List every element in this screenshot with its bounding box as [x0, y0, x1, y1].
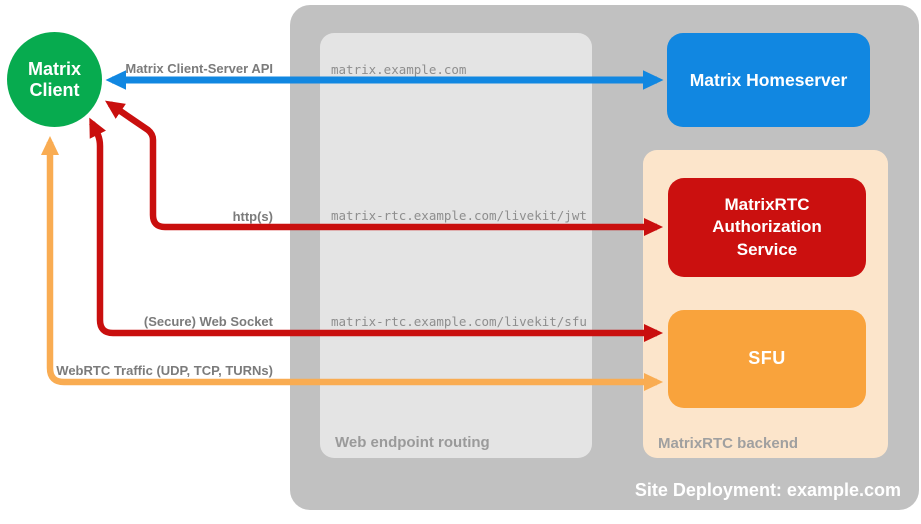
node-sfu: SFU: [668, 310, 866, 408]
arrow-label-client-server-api: Matrix Client-Server API: [125, 61, 273, 76]
site-deployment-label: Site Deployment: example.com: [634, 480, 901, 500]
web-endpoint-routing-label: Web endpoint routing: [335, 434, 490, 451]
route-livekit-jwt: matrix-rtc.example.com/livekit/jwt: [331, 208, 587, 223]
route-livekit-sfu: matrix-rtc.example.com/livekit/sfu: [331, 314, 587, 329]
arrow-label-https: http(s): [232, 209, 273, 224]
web-endpoint-routing-box: matrix.example.com matrix-rtc.example.co…: [320, 33, 592, 458]
arrow-label-web-socket: (Secure) Web Socket: [143, 314, 273, 329]
route-matrix: matrix.example.com: [331, 62, 467, 77]
node-matrix-homeserver: Matrix Homeserver: [667, 33, 870, 127]
matrixrtc-backend-label: MatrixRTC backend: [658, 435, 799, 452]
node-matrix-client: Matrix Client: [7, 32, 102, 127]
node-matrixrtc-authorization-service: MatrixRTC Authorization Service: [668, 178, 866, 277]
arrow-label-webrtc-traffic: WebRTC Traffic (UDP, TCP, TURNs): [56, 363, 273, 378]
site-deployment-container: matrix.example.com matrix-rtc.example.co…: [290, 5, 919, 510]
